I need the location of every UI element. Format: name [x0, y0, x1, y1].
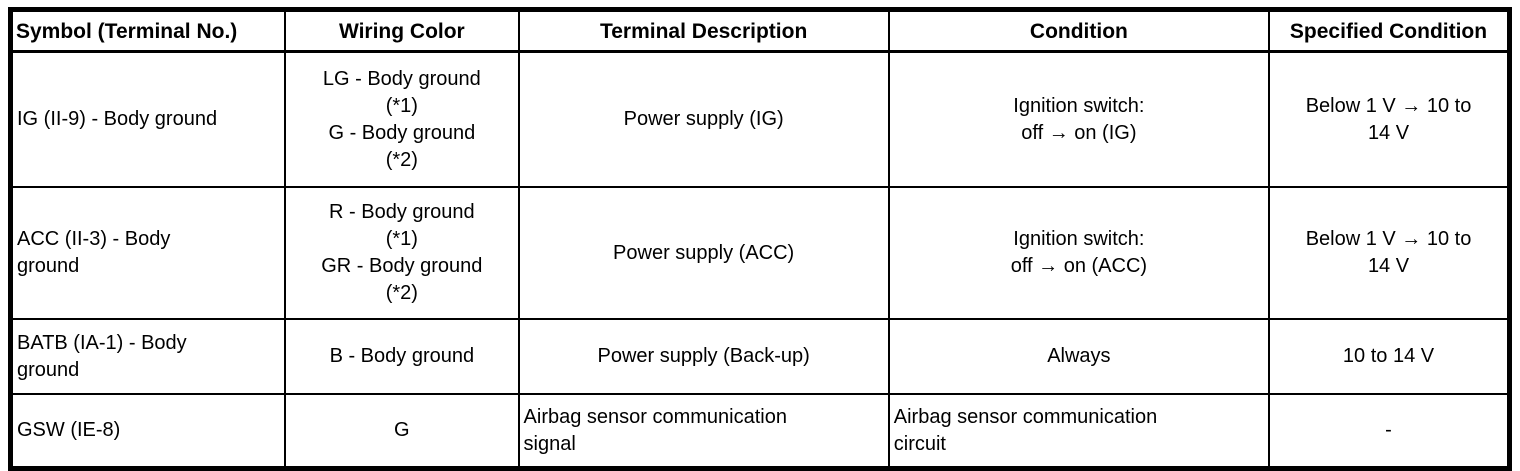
cell-symbol: GSW (IE-8): [9, 393, 287, 470]
header-condition: Condition: [887, 8, 1271, 53]
table-row-ig: IG (II-9) - Body ground LG - Body ground…: [9, 50, 1511, 188]
header-terminal-description: Terminal Description: [517, 8, 890, 53]
cell-condition: Ignition switch: off → on (IG): [887, 50, 1271, 188]
cell-condition: Ignition switch: off → on (ACC): [887, 186, 1271, 320]
cell-symbol: ACC (II-3) - Body ground: [9, 186, 287, 320]
cell-condition: Always: [887, 318, 1271, 395]
cell-wiring-color: R - Body ground (*1) GR - Body ground (*…: [284, 186, 520, 320]
cell-terminal-description: Power supply (ACC): [517, 186, 890, 320]
header-wiring-color: Wiring Color: [284, 8, 520, 53]
table-header-row: Symbol (Terminal No.) Wiring Color Termi…: [9, 8, 1511, 53]
cell-wiring-color: LG - Body ground (*1) G - Body ground (*…: [284, 50, 520, 188]
header-specified-condition: Specified Condition: [1268, 8, 1511, 53]
table-row-acc: ACC (II-3) - Body ground R - Body ground…: [9, 186, 1511, 320]
cell-terminal-description: Airbag sensor communication signal: [517, 393, 890, 470]
cell-terminal-description: Power supply (Back-up): [517, 318, 890, 395]
table-row-batb: BATB (IA-1) - Body ground B - Body groun…: [9, 318, 1511, 395]
cell-specified-condition: -: [1268, 393, 1511, 470]
cell-wiring-color: B - Body ground: [284, 318, 520, 395]
cell-symbol: IG (II-9) - Body ground: [9, 50, 287, 188]
cell-wiring-color: G: [284, 393, 520, 470]
cell-specified-condition: Below 1 V → 10 to 14 V: [1268, 50, 1511, 188]
cell-specified-condition: 10 to 14 V: [1268, 318, 1511, 395]
cell-specified-condition: Below 1 V → 10 to 14 V: [1268, 186, 1511, 320]
terminal-spec-table: Symbol (Terminal No.) Wiring Color Termi…: [8, 7, 1512, 471]
header-symbol: Symbol (Terminal No.): [9, 8, 287, 53]
cell-condition: Airbag sensor communication circuit: [887, 393, 1271, 470]
table-row-gsw: GSW (IE-8) G Airbag sensor communication…: [9, 393, 1511, 470]
cell-symbol: BATB (IA-1) - Body ground: [9, 318, 287, 395]
cell-terminal-description: Power supply (IG): [517, 50, 890, 188]
